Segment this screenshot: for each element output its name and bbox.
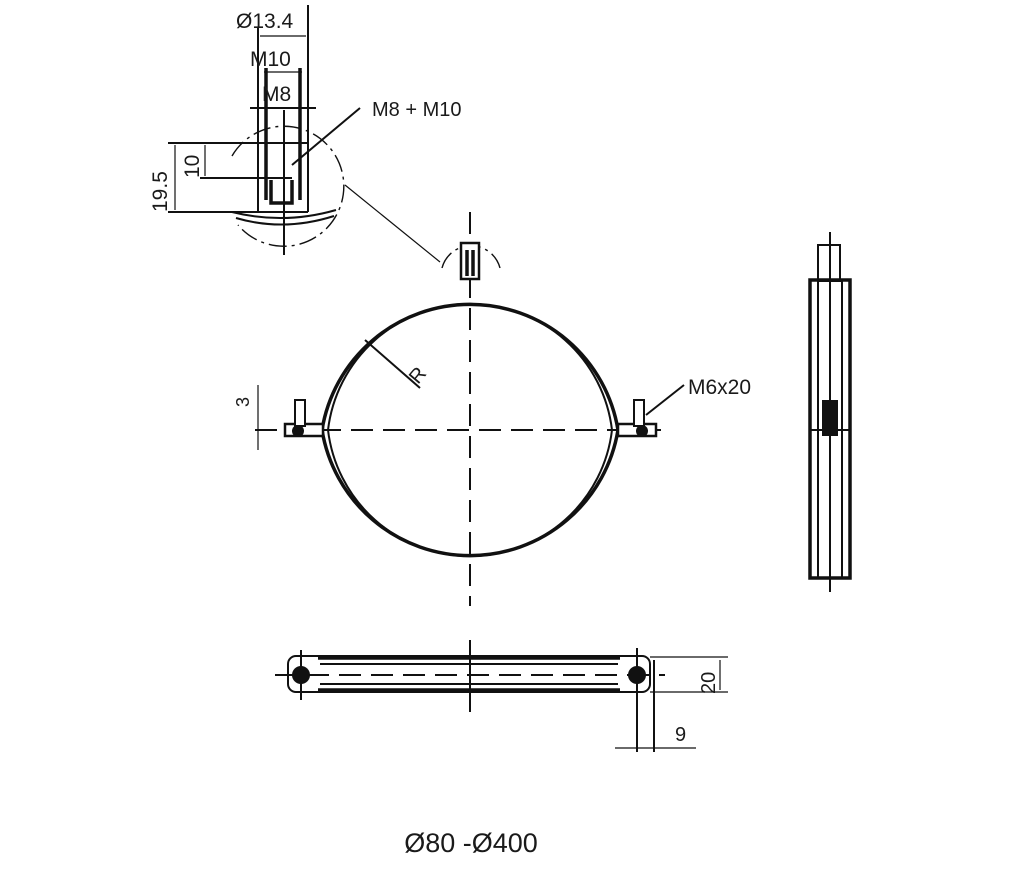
detail-circle	[231, 125, 345, 247]
band-thickness-label: 3	[233, 397, 253, 407]
nut-callout-leader	[291, 107, 361, 166]
top-nut	[459, 241, 481, 281]
nut-detail-view: Ø13.4 M10 M8 M8 + M10 19.5 10	[149, 5, 461, 263]
right-bolt-ear	[616, 399, 658, 438]
ear-offset-9-label: 9	[675, 724, 686, 746]
left-bolt-ear	[283, 399, 325, 438]
width-20-label: 20	[698, 672, 720, 694]
radius-label: R	[405, 363, 431, 388]
side-view	[808, 232, 852, 592]
bolt-callout-label: M6x20	[688, 376, 751, 399]
height-19-5-label: 19.5	[149, 171, 172, 212]
bolt-callout-leader	[645, 384, 685, 416]
front-view: R 3 M6x20	[233, 212, 751, 606]
diameter-13-4-label: Ø13.4	[236, 10, 294, 33]
nut-callout-label: M8 + M10	[372, 99, 461, 121]
size-range-label: Ø80 -Ø400	[404, 828, 538, 858]
thread-m8-label: M8	[262, 83, 291, 106]
thread-m10-label: M10	[250, 48, 291, 71]
height-10-label: 10	[181, 155, 204, 178]
radius-line	[364, 339, 421, 389]
bottom-view: 20 9	[275, 640, 728, 752]
detail-leader-line	[344, 184, 441, 263]
